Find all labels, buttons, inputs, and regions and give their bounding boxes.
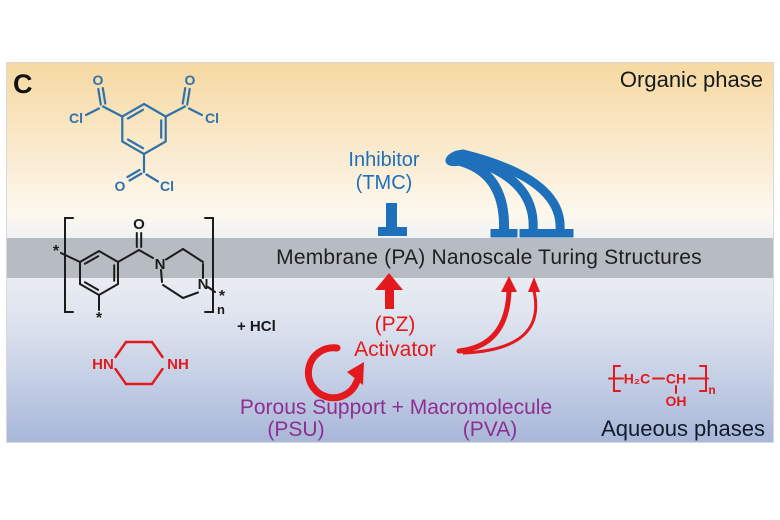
arrows-overlay — [304, 149, 574, 402]
inhibition-tbar-arrow — [378, 203, 407, 236]
chlorine-atom-label: Cl — [160, 178, 174, 194]
oxygen-atom-label: O — [93, 72, 104, 88]
tmc-structure: O Cl O Cl O Cl — [69, 72, 219, 194]
oh-group-label: OH — [666, 393, 687, 409]
activator-label-line2: Activator — [354, 338, 436, 361]
porous-support-label: Porous Support + Macromolecule — [239, 396, 553, 419]
attachment-star: * — [219, 288, 226, 305]
h2c-group-label: H₂C — [624, 371, 650, 387]
repeat-subscript-n: n — [217, 302, 225, 317]
activation-arrow — [375, 273, 403, 309]
psu-label: (PSU) — [267, 418, 325, 441]
right-bracket — [204, 217, 214, 313]
nh-group-label: NH — [167, 356, 189, 373]
inhibitor-label-line2: (TMC) — [355, 172, 413, 194]
inhibitor-label: Inhibitor (TMC) — [348, 149, 419, 195]
oxygen-atom-label: O — [133, 216, 145, 233]
pva-structure: H₂C CH n OH — [608, 365, 716, 409]
activator-label-line1: (PZ) — [374, 313, 416, 336]
piperazine-structure: HN NH — [92, 340, 189, 386]
attachment-star: * — [96, 310, 103, 327]
panel-label-c: C — [13, 69, 33, 99]
inhibitor-label-line1: Inhibitor — [348, 149, 420, 171]
chlorine-atom-label: Cl — [69, 110, 83, 126]
oxygen-atom-label: O — [115, 178, 126, 194]
pva-label: (PVA) — [462, 418, 518, 441]
organic-phase-label: Organic phase — [619, 67, 763, 92]
aqueous-phases-label: Aqueous phases — [601, 416, 765, 441]
membrane-band-label: Membrane (PA) Nanoscale Turing Structure… — [276, 246, 702, 269]
activator-label: (PZ) Activator — [354, 312, 436, 362]
hn-group-label: HN — [92, 356, 114, 373]
nitrogen-atom-label: N — [155, 256, 166, 273]
membrane-band — [7, 238, 773, 278]
turing-membrane-diagram: O Cl O Cl O Cl * * O N — [6, 62, 774, 443]
nitrogen-atom-label: N — [198, 276, 209, 293]
oxygen-atom-label: O — [185, 72, 196, 88]
attachment-star: * — [53, 243, 60, 260]
ch-group-label: CH — [666, 371, 686, 387]
hcl-byproduct-label: + HCl — [237, 318, 276, 335]
left-bracket — [64, 217, 74, 313]
autocatalysis-loop-arrow — [304, 344, 364, 402]
repeat-subscript-n: n — [708, 383, 715, 397]
inhibition-arrow-fan — [445, 149, 574, 238]
polyamide-structure: * * O N N * n — [53, 216, 226, 327]
chlorine-atom-label: Cl — [205, 110, 219, 126]
activation-curved-arrows — [456, 276, 540, 355]
